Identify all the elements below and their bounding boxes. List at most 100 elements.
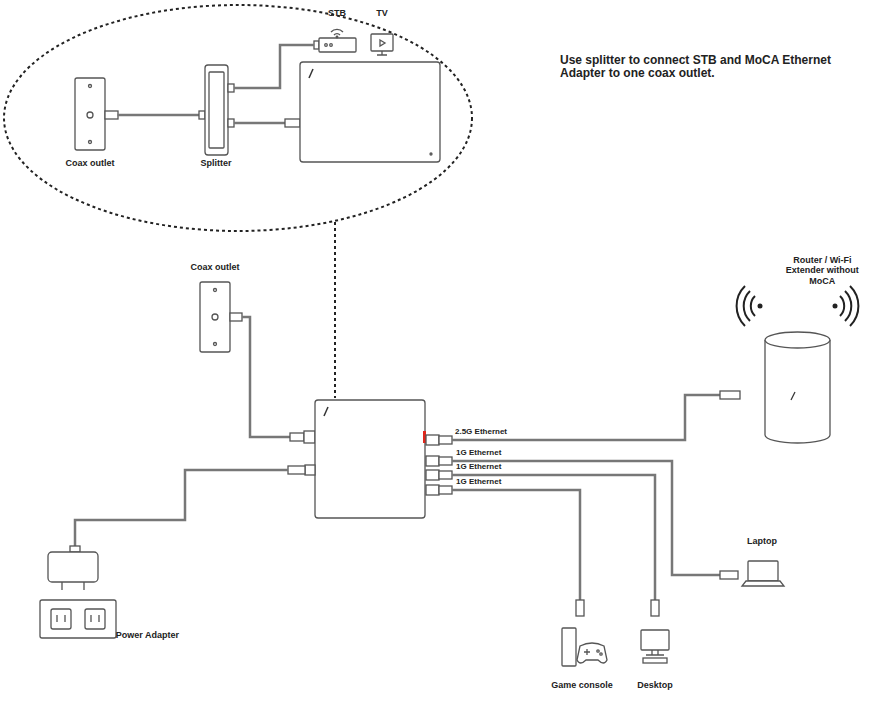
router-icon <box>737 286 859 443</box>
moca-adapter-part <box>426 470 439 480</box>
moca-adapter-part <box>426 435 439 445</box>
desktop-icon-part <box>641 630 669 650</box>
game-console: Game console <box>548 626 616 692</box>
device-label: Desktop <box>637 680 673 690</box>
ethernet-plug-part <box>720 391 740 399</box>
moca-adapter-part <box>426 456 439 466</box>
splitter-part <box>209 72 224 148</box>
power-adapter-icon-part <box>75 470 288 548</box>
ethernet-cable-part <box>452 475 655 600</box>
ethernet-plug <box>576 391 740 616</box>
device-label: TV <box>376 8 388 18</box>
device-label: Power Adapter <box>116 630 179 640</box>
game-console-icon-part <box>597 650 599 652</box>
desktop-icon <box>641 630 669 663</box>
moca-adapter-part <box>315 400 425 518</box>
main-coax-outlet-part <box>304 431 315 443</box>
ethernet-plug-part <box>576 600 584 616</box>
router-icon-part <box>833 304 838 309</box>
device-label: Splitter <box>200 158 231 168</box>
set-top-box: STB <box>314 8 360 56</box>
ethernet-plug-part <box>720 571 738 579</box>
moca-adapter-part <box>426 485 439 495</box>
router: Router / Wi-Fi Extender without MoCA <box>727 255 867 445</box>
power-adapter-icon-part <box>51 609 71 629</box>
moca-adapter-part <box>439 471 452 479</box>
inset-moca-adapter-part <box>309 69 313 78</box>
inset-callout-part <box>4 5 472 231</box>
device-label: STB <box>328 8 346 18</box>
coax-cable <box>118 114 193 117</box>
stb-icon-part <box>330 44 333 47</box>
moca-adapter-part <box>439 457 452 465</box>
power-adapter: Power Adapter <box>35 546 185 642</box>
port-label: 2.5G Ethernet <box>455 428 507 437</box>
inset-moca-adapter-part <box>300 62 440 162</box>
power-adapter-icon-part <box>57 615 99 622</box>
splitter: Splitter <box>192 60 240 170</box>
game-console-icon-part <box>584 649 590 655</box>
stb-icon-part <box>314 41 319 49</box>
laptop-icon <box>742 561 784 586</box>
device-label: Game console <box>551 680 613 690</box>
main-coax-outlet-part <box>214 343 217 346</box>
inset-moca-adapter-part <box>430 153 432 155</box>
device-label: Laptop <box>747 536 777 546</box>
tv-icon-part <box>377 51 387 55</box>
splitter-part <box>205 65 228 155</box>
splitter <box>192 65 300 155</box>
port-label: 1G Ethernet <box>456 478 501 487</box>
router-icon-part <box>758 304 763 309</box>
inset-coax-outlet-part <box>105 111 118 119</box>
power-adapter-icon-part <box>288 466 305 474</box>
router-icon-part <box>765 340 830 443</box>
main-coax-outlet-part <box>290 433 304 441</box>
splitter-part <box>199 111 205 119</box>
laptop-icon-part <box>748 561 778 581</box>
tv-icon <box>371 34 393 55</box>
inset-callout <box>4 5 472 398</box>
stb-icon-part <box>331 29 343 35</box>
stb-icon-part <box>336 36 338 38</box>
inset-coax-outlet <box>75 78 118 150</box>
main-coax-outlet-part <box>230 313 242 321</box>
moca-adapter-part <box>324 407 328 416</box>
desktop: Desktop <box>630 626 680 692</box>
power-adapter-icon-part <box>62 582 84 590</box>
desktop-icon-part <box>643 658 667 663</box>
inset-moca-adapter <box>300 62 440 162</box>
game-console-icon-part <box>600 653 602 655</box>
ethernet-cable-part <box>452 395 720 440</box>
splitter-part <box>285 119 300 127</box>
device-label: Coax outlet <box>65 158 114 168</box>
splitter-part <box>192 114 199 117</box>
ethernet-cable <box>452 395 720 600</box>
tv-icon-part <box>371 34 393 51</box>
router-icon-part <box>791 392 795 400</box>
stb-icon-part <box>325 44 328 47</box>
splitter-part <box>234 87 240 90</box>
port-label: 1G Ethernet <box>456 463 501 472</box>
inset-callout-part <box>334 222 336 398</box>
power-adapter-icon-part <box>40 600 116 638</box>
device-label: Router / Wi-Fi Extender without MoCA <box>778 255 867 286</box>
main-coax-outlet-part <box>200 282 230 352</box>
main-coax-outlet-part <box>242 317 290 437</box>
coax-outlet: Coax outlet <box>187 262 242 356</box>
coax-outlet: Coax outlet <box>62 74 117 170</box>
inset-coax-outlet-part <box>75 78 105 150</box>
tv-icon-part <box>380 40 385 46</box>
power-adapter-icon-part <box>305 465 315 475</box>
power-adapter-icon-part <box>85 609 105 629</box>
desktop-icon-part <box>646 650 664 655</box>
inset-coax-outlet-part <box>89 85 92 88</box>
tv: TV <box>367 8 397 58</box>
main-coax-outlet-part <box>214 289 217 292</box>
splitter-part <box>228 84 234 92</box>
ethernet-plug-part <box>651 600 659 616</box>
router-icon-part <box>737 286 755 326</box>
moca-adapter-part <box>439 436 452 444</box>
